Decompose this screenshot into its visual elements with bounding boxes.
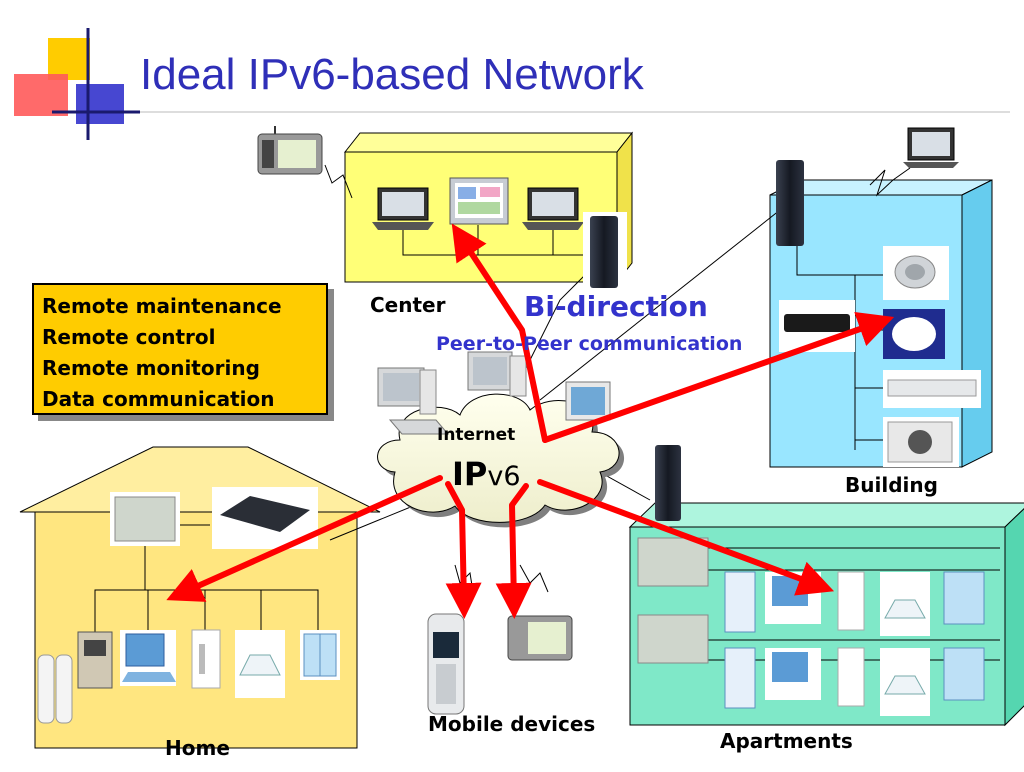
ipv6-v6-text: v6 [487,461,521,492]
internet-label: Internet [437,425,516,445]
building-label: Building [845,473,938,497]
refrigerator-icon [724,571,756,633]
laptop-icon [903,127,959,168]
server-tower-icon [776,160,804,246]
ipv6-ip-text: IP [452,455,488,493]
sensor-icon [883,246,949,300]
handheld-terminal-icon [257,126,323,175]
window-icon [300,630,340,680]
home-label: Home [165,736,230,760]
desktop-pc-icon [467,351,527,397]
smoke-detector-icon [883,309,945,359]
desktop-pc-icon [565,381,611,421]
logo-decoration [14,28,1010,140]
center-label: Center [370,293,446,317]
handheld-terminal-icon [507,615,573,661]
slide-title: Ideal IPv6-based Network [140,50,644,99]
service-item: Remote maintenance [42,294,282,318]
server-tower-icon [583,212,627,290]
apartments-label: Apartments [720,729,853,753]
control-panel-icon [110,492,180,546]
control-panel-icon [637,537,709,587]
window-icon [943,571,985,701]
mobile-phone-icon [427,613,465,715]
meter-icon [77,631,113,689]
bidirectional-arrows [166,223,895,619]
computer-icon [120,630,176,686]
laptop-icon [372,187,434,230]
p2p-label: Peer-to-Peer communication [436,333,743,355]
air-conditioner-icon [883,417,959,467]
computer-icon [765,572,821,624]
server-tower-icon [655,445,681,521]
computer-icon [765,648,821,700]
ceiling-lamp-icon [880,572,930,716]
door-lock-icon [191,629,221,689]
desktop-pc-icon [377,367,450,435]
service-item: Remote monitoring [42,356,260,380]
monitor-software-icon [449,177,509,225]
service-item: Data communication [42,387,275,411]
ipv6-label: IPv6 [452,455,521,493]
light-fixture-icon [883,370,981,408]
bidirection-label: Bi-direction [524,290,708,323]
control-panel-icon [637,614,709,664]
laptop-icon [522,187,584,230]
door-lock-icon [837,571,865,707]
gas-cylinder-icon [37,654,73,724]
home-house [19,446,381,749]
service-item: Remote control [42,325,216,349]
mobile-devices-label: Mobile devices [428,712,596,736]
refrigerator-icon [724,647,756,709]
modem-icon [212,487,318,549]
services-box: Remote maintenance Remote control Remote… [32,283,328,415]
ceiling-lamp-icon [235,630,285,698]
